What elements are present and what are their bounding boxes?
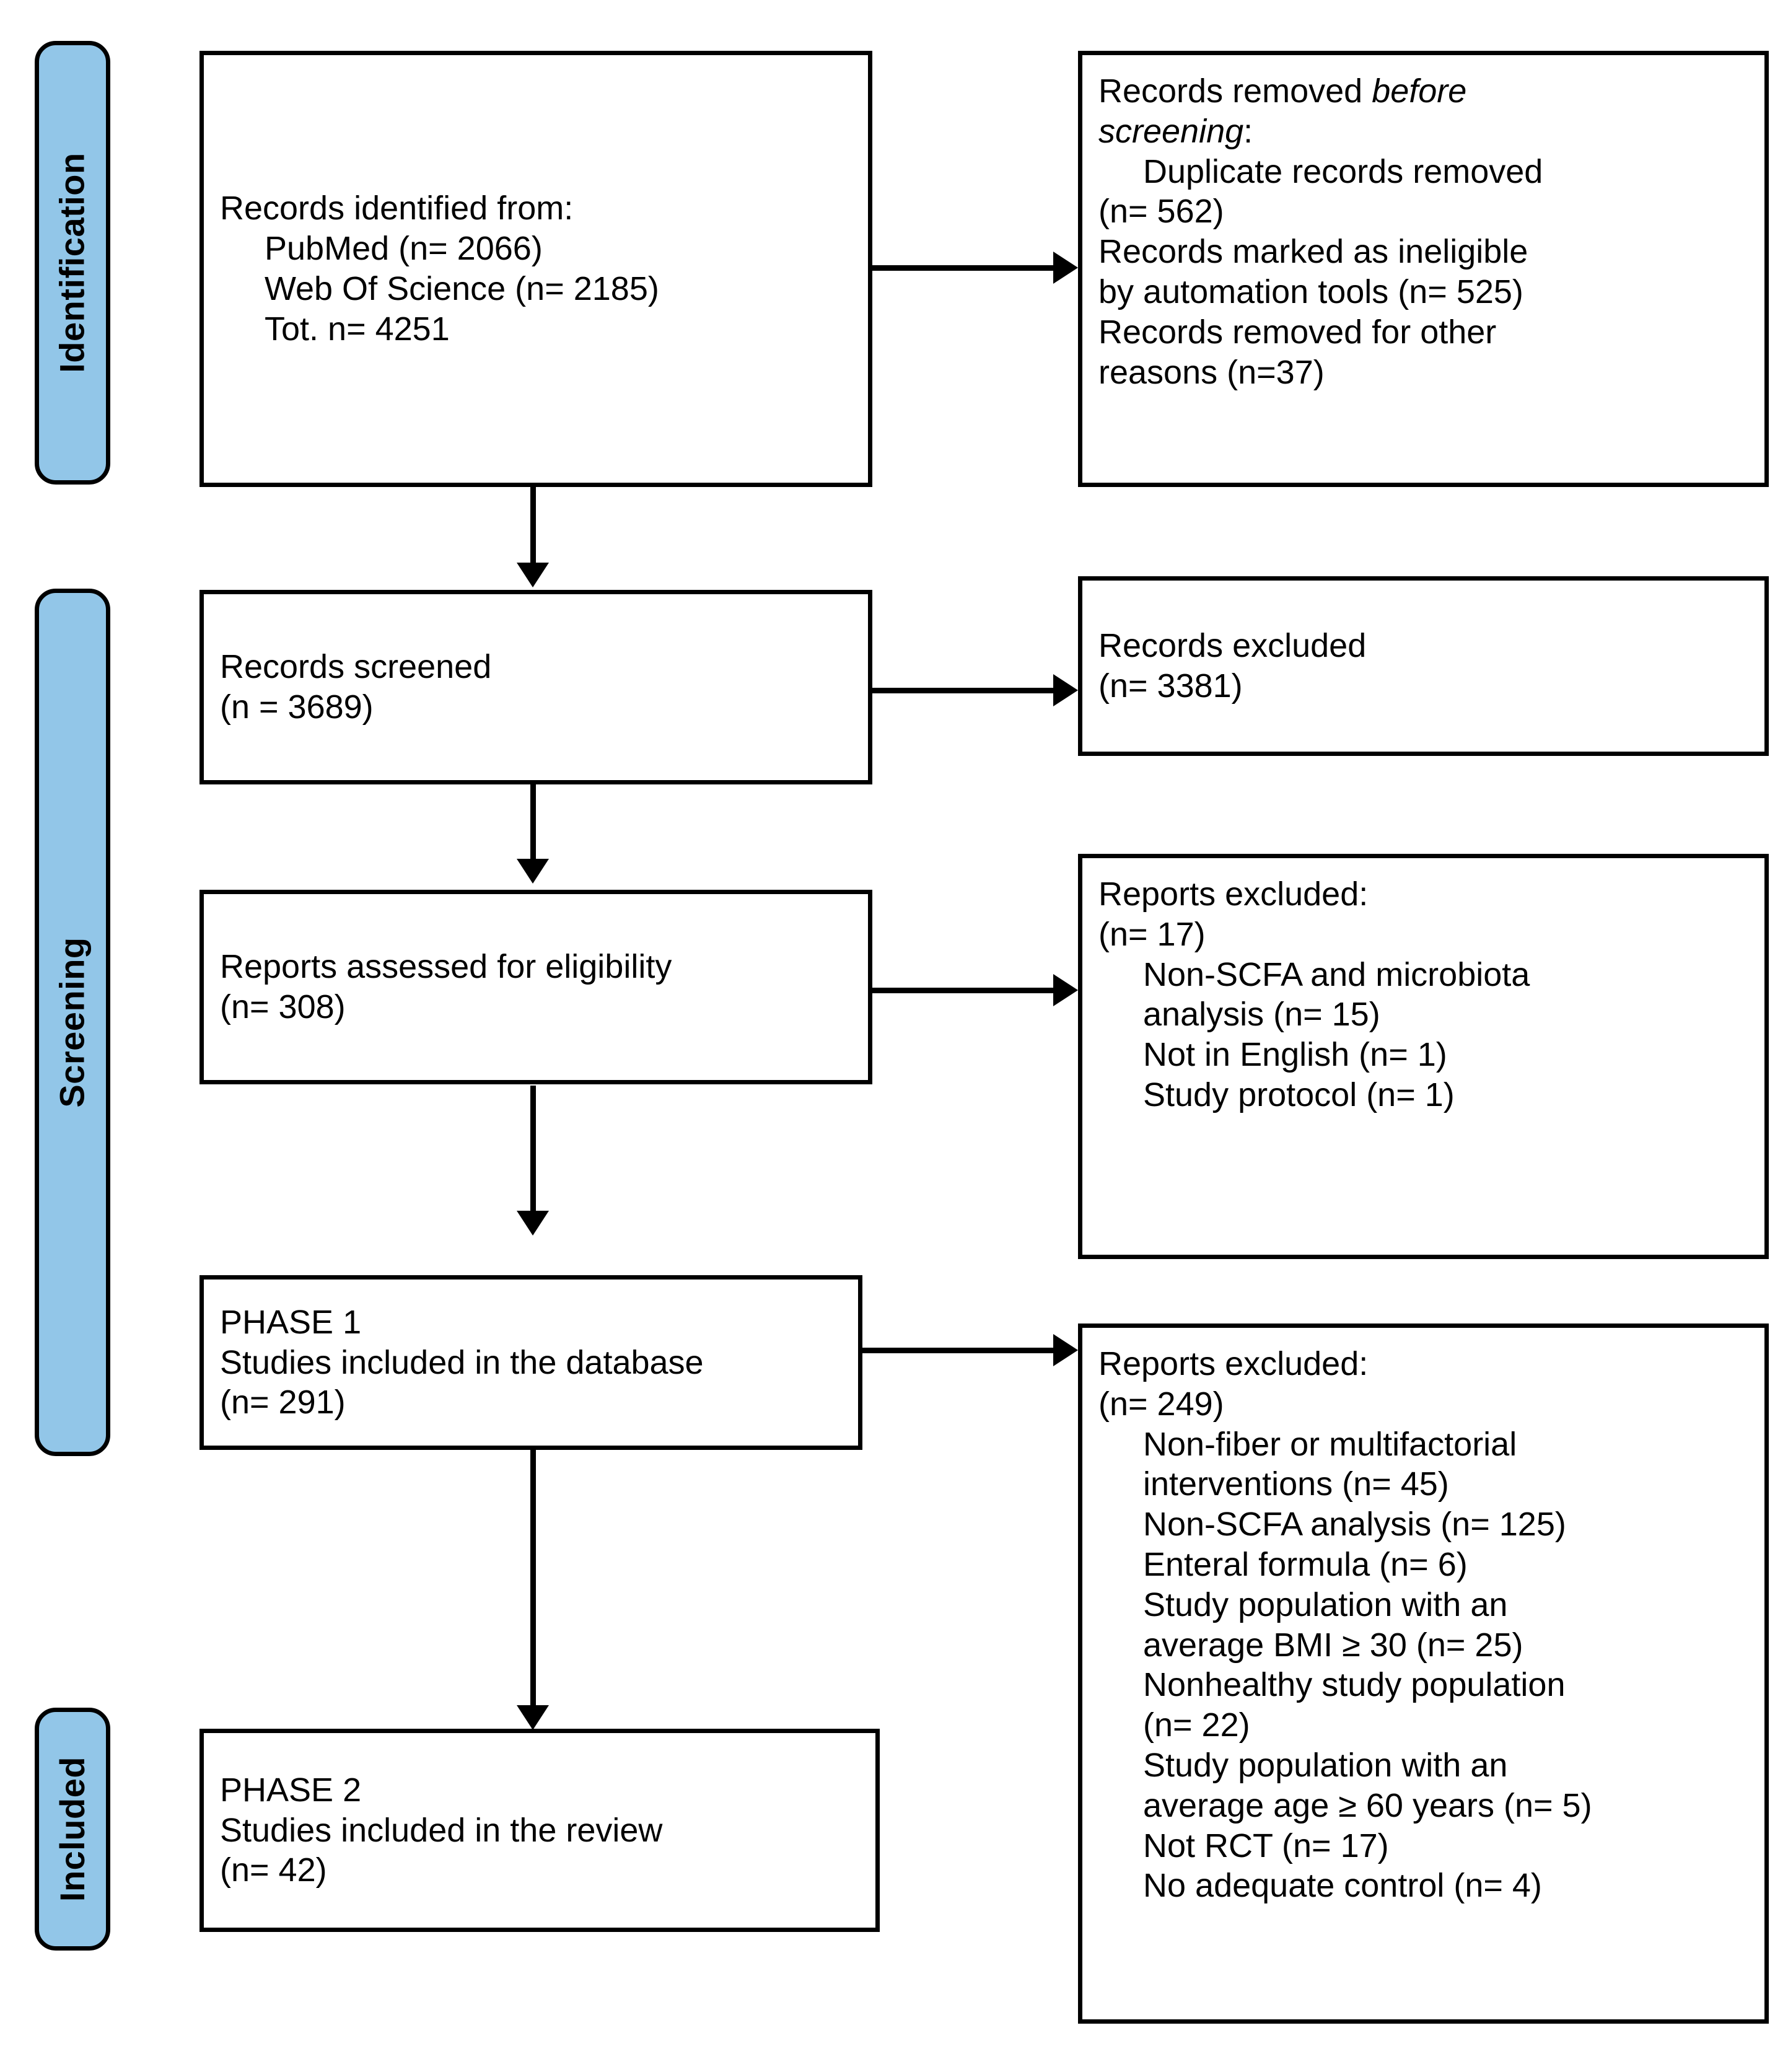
arrowhead-identified-to-screened — [517, 563, 549, 587]
connector-identified-to-removed — [872, 265, 1056, 271]
text-colon: : — [1243, 112, 1253, 150]
text-line: Non-SCFA and microbiota — [1143, 955, 1530, 993]
text-line: Reports assessed for eligibility — [220, 948, 672, 986]
arrowhead-screened-to-excluded — [1053, 674, 1078, 706]
box-reports-assessed: Reports assessed for eligibility (n= 308… — [199, 890, 872, 1084]
phase-band-identification-label: Identification — [53, 152, 92, 373]
text-line: Records screened — [220, 648, 492, 686]
phase-band-screening-label: Screening — [53, 937, 92, 1108]
box-phase-1: PHASE 1 Studies included in the database… — [199, 1275, 862, 1450]
text-line: Reports excluded: — [1098, 1345, 1369, 1382]
text-screening-italic: screening — [1098, 112, 1244, 150]
text-line: Records removed before — [1098, 71, 1748, 112]
text-line: reasons (n=37) — [1098, 353, 1325, 391]
box-reports-excluded-screening: Reports excluded: (n= 17) Non-SCFA and m… — [1078, 854, 1769, 1259]
text-line: (n= 249) — [1098, 1385, 1224, 1423]
text-line: Enteral formula (n= 6) — [1143, 1545, 1468, 1583]
text-line: Records excluded — [1098, 627, 1367, 665]
text-before-italic: before — [1372, 72, 1467, 110]
text-line: Non-fiber or multifactorial — [1143, 1425, 1517, 1463]
text-line: Web Of Science (n= 2185) — [265, 270, 659, 307]
text-records-removed: Records removed — [1098, 72, 1372, 110]
arrowhead-phase1-to-excluded2 — [1053, 1334, 1078, 1366]
connector-screened-to-excluded — [872, 688, 1056, 693]
connector-assessed-to-phase1 — [530, 1086, 536, 1216]
text-line: Study protocol (n= 1) — [1143, 1076, 1455, 1113]
text-line: screening: — [1098, 112, 1748, 152]
text-line: (n= 17) — [1098, 915, 1206, 953]
text-line: Reports excluded: — [1098, 876, 1369, 913]
phase-band-screening: Screening — [35, 589, 110, 1456]
text-line: average BMI ≥ 30 (n= 25) — [1143, 1626, 1523, 1664]
text-line: average age ≥ 60 years (n= 5) — [1143, 1786, 1592, 1824]
text-line: Tot. n= 4251 — [265, 310, 450, 348]
text-line: analysis (n= 15) — [1143, 996, 1380, 1034]
phase-band-identification: Identification — [35, 41, 110, 485]
phase-band-included-label: Included — [53, 1756, 92, 1902]
text-line: Study population with an — [1143, 1746, 1508, 1784]
text-line: PHASE 1 — [220, 1303, 362, 1341]
text-line: Records removed for other — [1098, 313, 1497, 351]
box-reports-excluded-eligibility: Reports excluded: (n= 249) Non-fiber or … — [1078, 1324, 1769, 2024]
box-phase-2: PHASE 2 Studies included in the review (… — [199, 1729, 880, 1932]
text-line: Nonhealthy study population — [1143, 1666, 1566, 1704]
text-line: Records identified from: — [220, 190, 574, 227]
arrowhead-assessed-to-phase1 — [517, 1211, 549, 1236]
connector-identified-to-screened — [530, 487, 536, 568]
box-records-removed-before-screening: Records removed before screening: Duplic… — [1078, 51, 1769, 487]
arrowhead-identified-to-removed — [1053, 252, 1078, 284]
connector-phase1-to-phase2 — [530, 1450, 536, 1710]
text-line: No adequate control (n= 4) — [1143, 1867, 1542, 1905]
text-line: Non-SCFA analysis (n= 125) — [1143, 1506, 1566, 1543]
text-line: (n= 22) — [1143, 1706, 1250, 1744]
text-line: (n= 42) — [220, 1851, 327, 1889]
text-line: Not RCT (n= 17) — [1143, 1827, 1389, 1864]
text-line: interventions (n= 45) — [1143, 1465, 1449, 1503]
arrowhead-assessed-to-excluded1 — [1053, 974, 1078, 1006]
text-line: Records marked as ineligible — [1098, 233, 1528, 271]
arrowhead-phase1-to-phase2 — [517, 1705, 549, 1730]
text-line: PubMed (n= 2066) — [265, 230, 543, 268]
text-line: (n= 291) — [220, 1384, 346, 1421]
connector-phase1-to-excluded2 — [860, 1348, 1056, 1353]
text-line: Studies included in the review — [220, 1811, 663, 1849]
connector-screened-to-assessed — [530, 783, 536, 864]
text-line: (n= 308) — [220, 988, 346, 1025]
connector-assessed-to-excluded1 — [872, 988, 1056, 993]
text-line: Not in English (n= 1) — [1143, 1036, 1447, 1074]
text-line: (n= 562) — [1098, 193, 1224, 230]
arrowhead-screened-to-assessed — [517, 859, 549, 884]
box-records-screened: Records screened (n = 3689) — [199, 590, 872, 784]
text-line: Study population with an — [1143, 1586, 1508, 1623]
box-records-identified: Records identified from: PubMed (n= 2066… — [199, 51, 872, 487]
text-line: Studies included in the database — [220, 1343, 704, 1381]
text-line: (n = 3689) — [220, 688, 374, 726]
text-line: by automation tools (n= 525) — [1098, 273, 1523, 310]
box-records-excluded: Records excluded (n= 3381) — [1078, 576, 1769, 756]
text-line: Duplicate records removed — [1143, 152, 1543, 190]
phase-band-included: Included — [35, 1708, 110, 1951]
text-line: (n= 3381) — [1098, 667, 1243, 705]
text-line: PHASE 2 — [220, 1771, 362, 1809]
